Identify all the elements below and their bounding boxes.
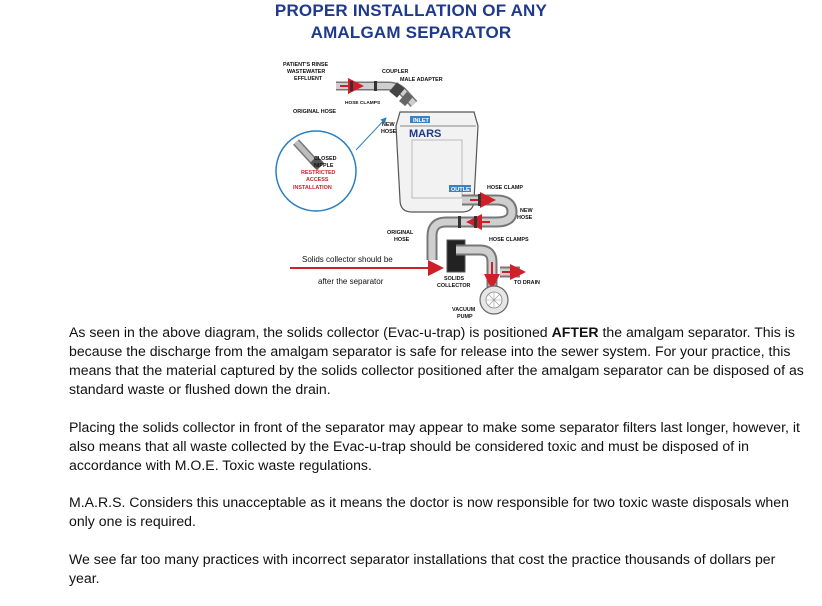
label-original-hose-mid-2: HOSE [394,237,410,243]
title-line-1: PROPER INSTALLATION OF ANY [274,1,548,20]
label-to-drain: TO DRAIN [514,280,540,286]
installation-diagram: PATIENT'S RINSE WASTEWATER EFFLUENT COUP… [275,62,540,320]
label-hose-clamps-top: HOSE CLAMPS [345,100,381,106]
label-coupler: COUPLER [382,69,408,75]
label-patients-rinse-2: WASTEWATER [287,69,325,75]
page-title: PROPER INSTALLATION OF ANY AMALGAM SEPAR… [0,0,822,44]
solids-collector [446,239,500,296]
label-new-hose-right-2: HOSE [517,215,533,221]
label-restricted-2: ACCESS [306,177,329,183]
title-line-2: AMALGAM SEPARATOR [310,23,512,42]
inlet-tag [410,116,430,123]
label-hose-clamp-right: HOSE CLAMP [487,185,523,191]
label-solids-collector-1: SOLIDS [444,276,464,282]
paragraph-4: We see far too many practices with incor… [69,550,776,586]
outlet-tag [449,185,471,192]
label-original-hose-top: ORIGINAL HOSE [293,109,336,115]
paragraph-2: Placing the solids collector in front of… [69,418,800,473]
outlet-hose [426,192,518,260]
restricted-access-callout: CLOSED NIPPLE RESTRICTED ACCESS INSTALLA… [275,117,387,212]
paragraph-1-start: As seen in the above diagram, the solids… [69,324,552,340]
label-hose-clamps-mid: HOSE CLAMPS [489,237,529,243]
paragraph-3: M.A.R.S. Considers this unacceptable as … [69,494,789,529]
inlet-pipe [336,78,418,108]
label-restricted-1: RESTRICTED [301,170,336,176]
brand-logo: MARS [409,128,441,140]
paragraph-1-bold: AFTER [551,324,599,340]
paragraph-1: As seen in the above diagram, the solids… [69,323,809,399]
label-new-hose-right-1: NEW [520,208,533,214]
label-male-adapter: MALE ADAPTER [400,77,443,83]
paragraph-1-end: the amalgam separator. This is because t… [69,324,804,397]
label-patients-rinse-1: PATIENT'S RINSE [283,62,329,68]
label-vacuum-pump-1: VACUUM [452,307,476,313]
solids-note-2: after the separator [318,277,384,286]
label-outlet: OUTLET [451,187,474,193]
label-vacuum-pump-2: PUMP [457,314,473,320]
label-patients-rinse-3: EFFLUENT [294,76,323,82]
label-original-hose-mid-1: ORIGINAL [387,230,414,236]
vacuum-pump [479,264,526,315]
label-closed-2: NIPPLE [314,163,334,169]
label-solids-collector-2: COLLECTOR [437,283,471,289]
label-new-hose-top-1: NEW [382,122,395,128]
label-closed-1: CLOSED [314,156,337,162]
solids-note-1: Solids collector should be [302,255,393,264]
label-inlet: INLET [413,118,430,124]
label-new-hose-top-2: HOSE [381,129,397,135]
label-restricted-3: INSTALLATION [293,185,332,191]
body-text: As seen in the above diagram, the solids… [69,323,809,606]
